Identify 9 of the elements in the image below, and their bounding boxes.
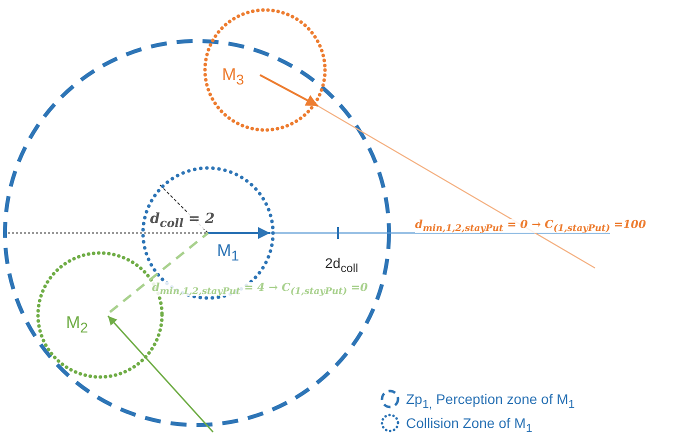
point-label: M$_{3}$ (222, 66, 244, 88)
legend-text: Collision Zone of M$_{1}$ (406, 416, 532, 434)
point-label: M$_{2}$ (66, 314, 88, 336)
formula-label: d$_{min,1,2,stayPut}$ = 0 → C$_{(1,stayPut)}$ =100 (415, 219, 646, 234)
point-label: M$_{1}$ (217, 242, 240, 264)
tick-label: 2d$_{coll}$ (325, 256, 358, 274)
distance-label: d$_{coll}$ = 2 (150, 212, 215, 230)
legend-text: Zp$_{1,}$ Perception zone of M$_{1}$ (406, 392, 575, 410)
formula-label: d$_{min,1,2,stayPut}$ = 4 → C$_{(1,stayPut)}$ =0 (152, 282, 368, 296)
